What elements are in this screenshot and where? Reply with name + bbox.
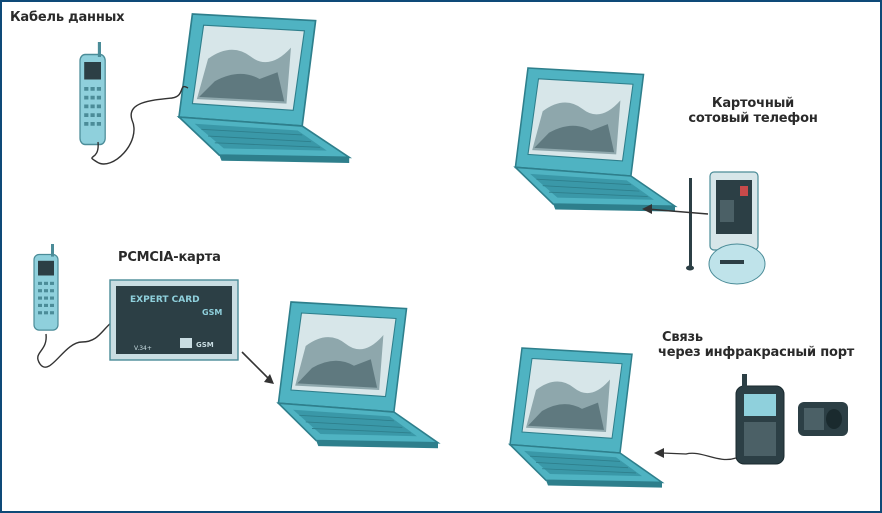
label-card-phone: Карточный сотовый телефон xyxy=(678,96,828,126)
card-gsm-text: GSM xyxy=(202,308,222,317)
laptop-bottom-right xyxy=(510,348,662,488)
laptop-middle xyxy=(278,302,438,448)
laptop-top-right xyxy=(515,68,675,212)
label-data-cable: Кабель данных xyxy=(10,10,124,25)
card-small-left: V.34+ xyxy=(134,345,152,352)
label-card-phone-line1: Карточный xyxy=(678,96,828,111)
card-brand-text: EXPERT CARD xyxy=(130,295,200,305)
ir-cable-wire xyxy=(662,453,736,460)
ir-adapter xyxy=(798,402,848,436)
label-card-phone-line2: сотовый телефон xyxy=(678,111,828,126)
ir-phone xyxy=(736,374,784,464)
label-infrared: Связь через инфракрасный порт xyxy=(658,330,854,360)
arrow-card-phone xyxy=(647,209,708,214)
card-phone xyxy=(686,172,765,284)
arrow-pcmcia xyxy=(242,352,270,380)
phone-data-cable xyxy=(80,42,105,145)
laptop-top-left xyxy=(179,14,349,163)
pcmcia-card: EXPERT CARD GSM V.34+ GSM xyxy=(110,280,238,360)
label-pcmcia: PCMCIA-карта xyxy=(118,250,221,265)
card-small-right: GSM xyxy=(196,341,214,349)
phone-pcmcia xyxy=(34,244,58,330)
label-infrared-line1: Связь xyxy=(662,330,854,345)
data-cable-wire xyxy=(92,87,188,164)
label-infrared-line2: через инфракрасный порт xyxy=(658,345,854,360)
